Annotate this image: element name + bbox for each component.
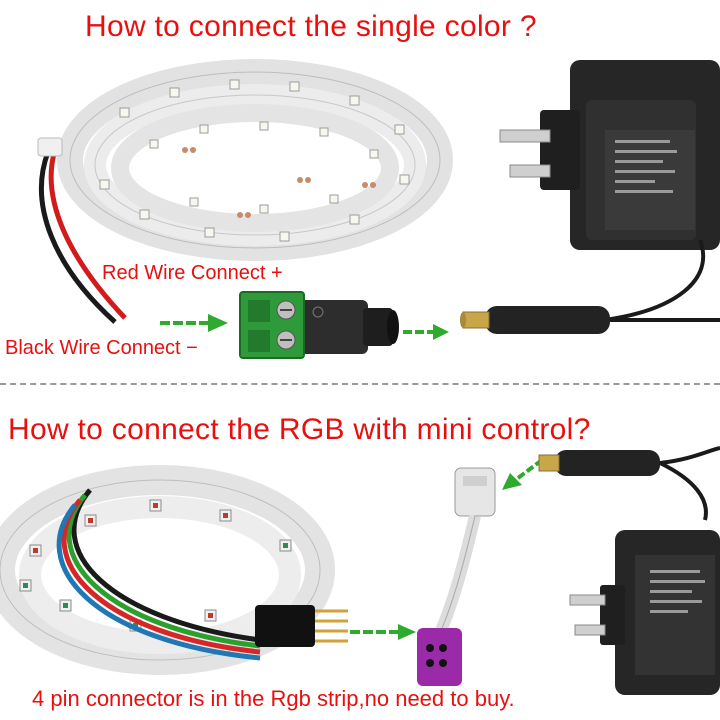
rgb-title: How to connect the RGB with mini control… bbox=[8, 413, 591, 446]
four-pin-connector-icon bbox=[255, 605, 348, 647]
led-strip-reel-icon bbox=[57, 59, 453, 261]
dc-male-plug-icon bbox=[538, 446, 720, 521]
single-color-title: How to connect the single color ? bbox=[85, 10, 537, 43]
black-wire-label: Black Wire Connect − bbox=[5, 337, 198, 359]
power-adapter-icon bbox=[499, 60, 720, 250]
red-black-wire-leads-icon bbox=[37, 137, 127, 324]
section-divider bbox=[0, 383, 720, 385]
red-wire-label: Red Wire Connect + bbox=[102, 262, 283, 284]
single-color-led-strip-illustration bbox=[37, 59, 453, 324]
rgb-led-strip-illustration bbox=[0, 465, 335, 675]
power-adapter-icon bbox=[569, 530, 720, 695]
green-arrow-icon bbox=[502, 458, 544, 490]
rgb-led-strip-reel-icon bbox=[0, 465, 335, 675]
green-arrow-icon bbox=[160, 314, 228, 332]
dc-male-plug-icon bbox=[460, 239, 720, 334]
rgb-wires-icon bbox=[56, 488, 261, 661]
mini-rgb-controller-icon bbox=[417, 467, 496, 686]
green-arrow-icon bbox=[403, 324, 449, 340]
rgb-footer-note: 4 pin connector is in the Rgb strip,no n… bbox=[32, 686, 515, 711]
dc-female-terminal-connector-icon bbox=[239, 291, 399, 359]
green-arrow-icon bbox=[350, 624, 416, 640]
